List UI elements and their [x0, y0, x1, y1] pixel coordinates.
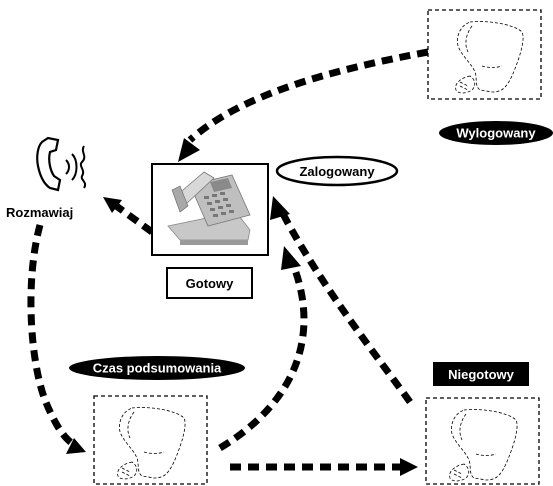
arrowhead-ready-from-wrapup	[281, 246, 301, 270]
ready-label: Gotowy	[186, 276, 234, 291]
arrow-logout-to-login	[187, 48, 429, 143]
arrowhead-login	[178, 138, 200, 162]
arrowhead-wrapup	[66, 438, 86, 454]
logged-out-badge: Wylogowany	[439, 121, 553, 145]
not-ready-phone-frame	[425, 397, 540, 485]
not-ready-badge: Niegotowy	[433, 362, 529, 386]
ready-badge: Gotowy	[166, 267, 253, 299]
arrow-talk-to-wrapup	[27, 224, 77, 449]
logged-out-label: Wylogowany	[456, 126, 536, 141]
logged-in-badge: Zalogowany	[275, 155, 399, 187]
transition-arrows	[27, 48, 429, 471]
arrow-wrapup-to-ready	[218, 260, 308, 452]
desk-phone-icon	[167, 171, 251, 245]
arrow-notready-to-ready	[278, 210, 413, 405]
wrap-up-phone-frame	[93, 395, 208, 485]
talking-handset-icon	[36, 136, 87, 192]
arrowhead-ready-from-notready	[270, 196, 290, 220]
logged-out-phone-frame	[427, 9, 542, 100]
not-ready-label: Niegotowy	[448, 367, 514, 382]
arrow-ready-to-talk	[112, 202, 155, 235]
arrowheads	[66, 138, 418, 476]
arrowhead-notready	[400, 458, 418, 476]
talk-label: Rozmawiaj	[6, 205, 73, 220]
wrap-up-label: Czas podsumowania	[93, 361, 222, 376]
logged-in-label: Zalogowany	[299, 164, 375, 179]
arrowhead-talk	[103, 197, 122, 213]
wrap-up-badge: Czas podsumowania	[69, 356, 245, 380]
